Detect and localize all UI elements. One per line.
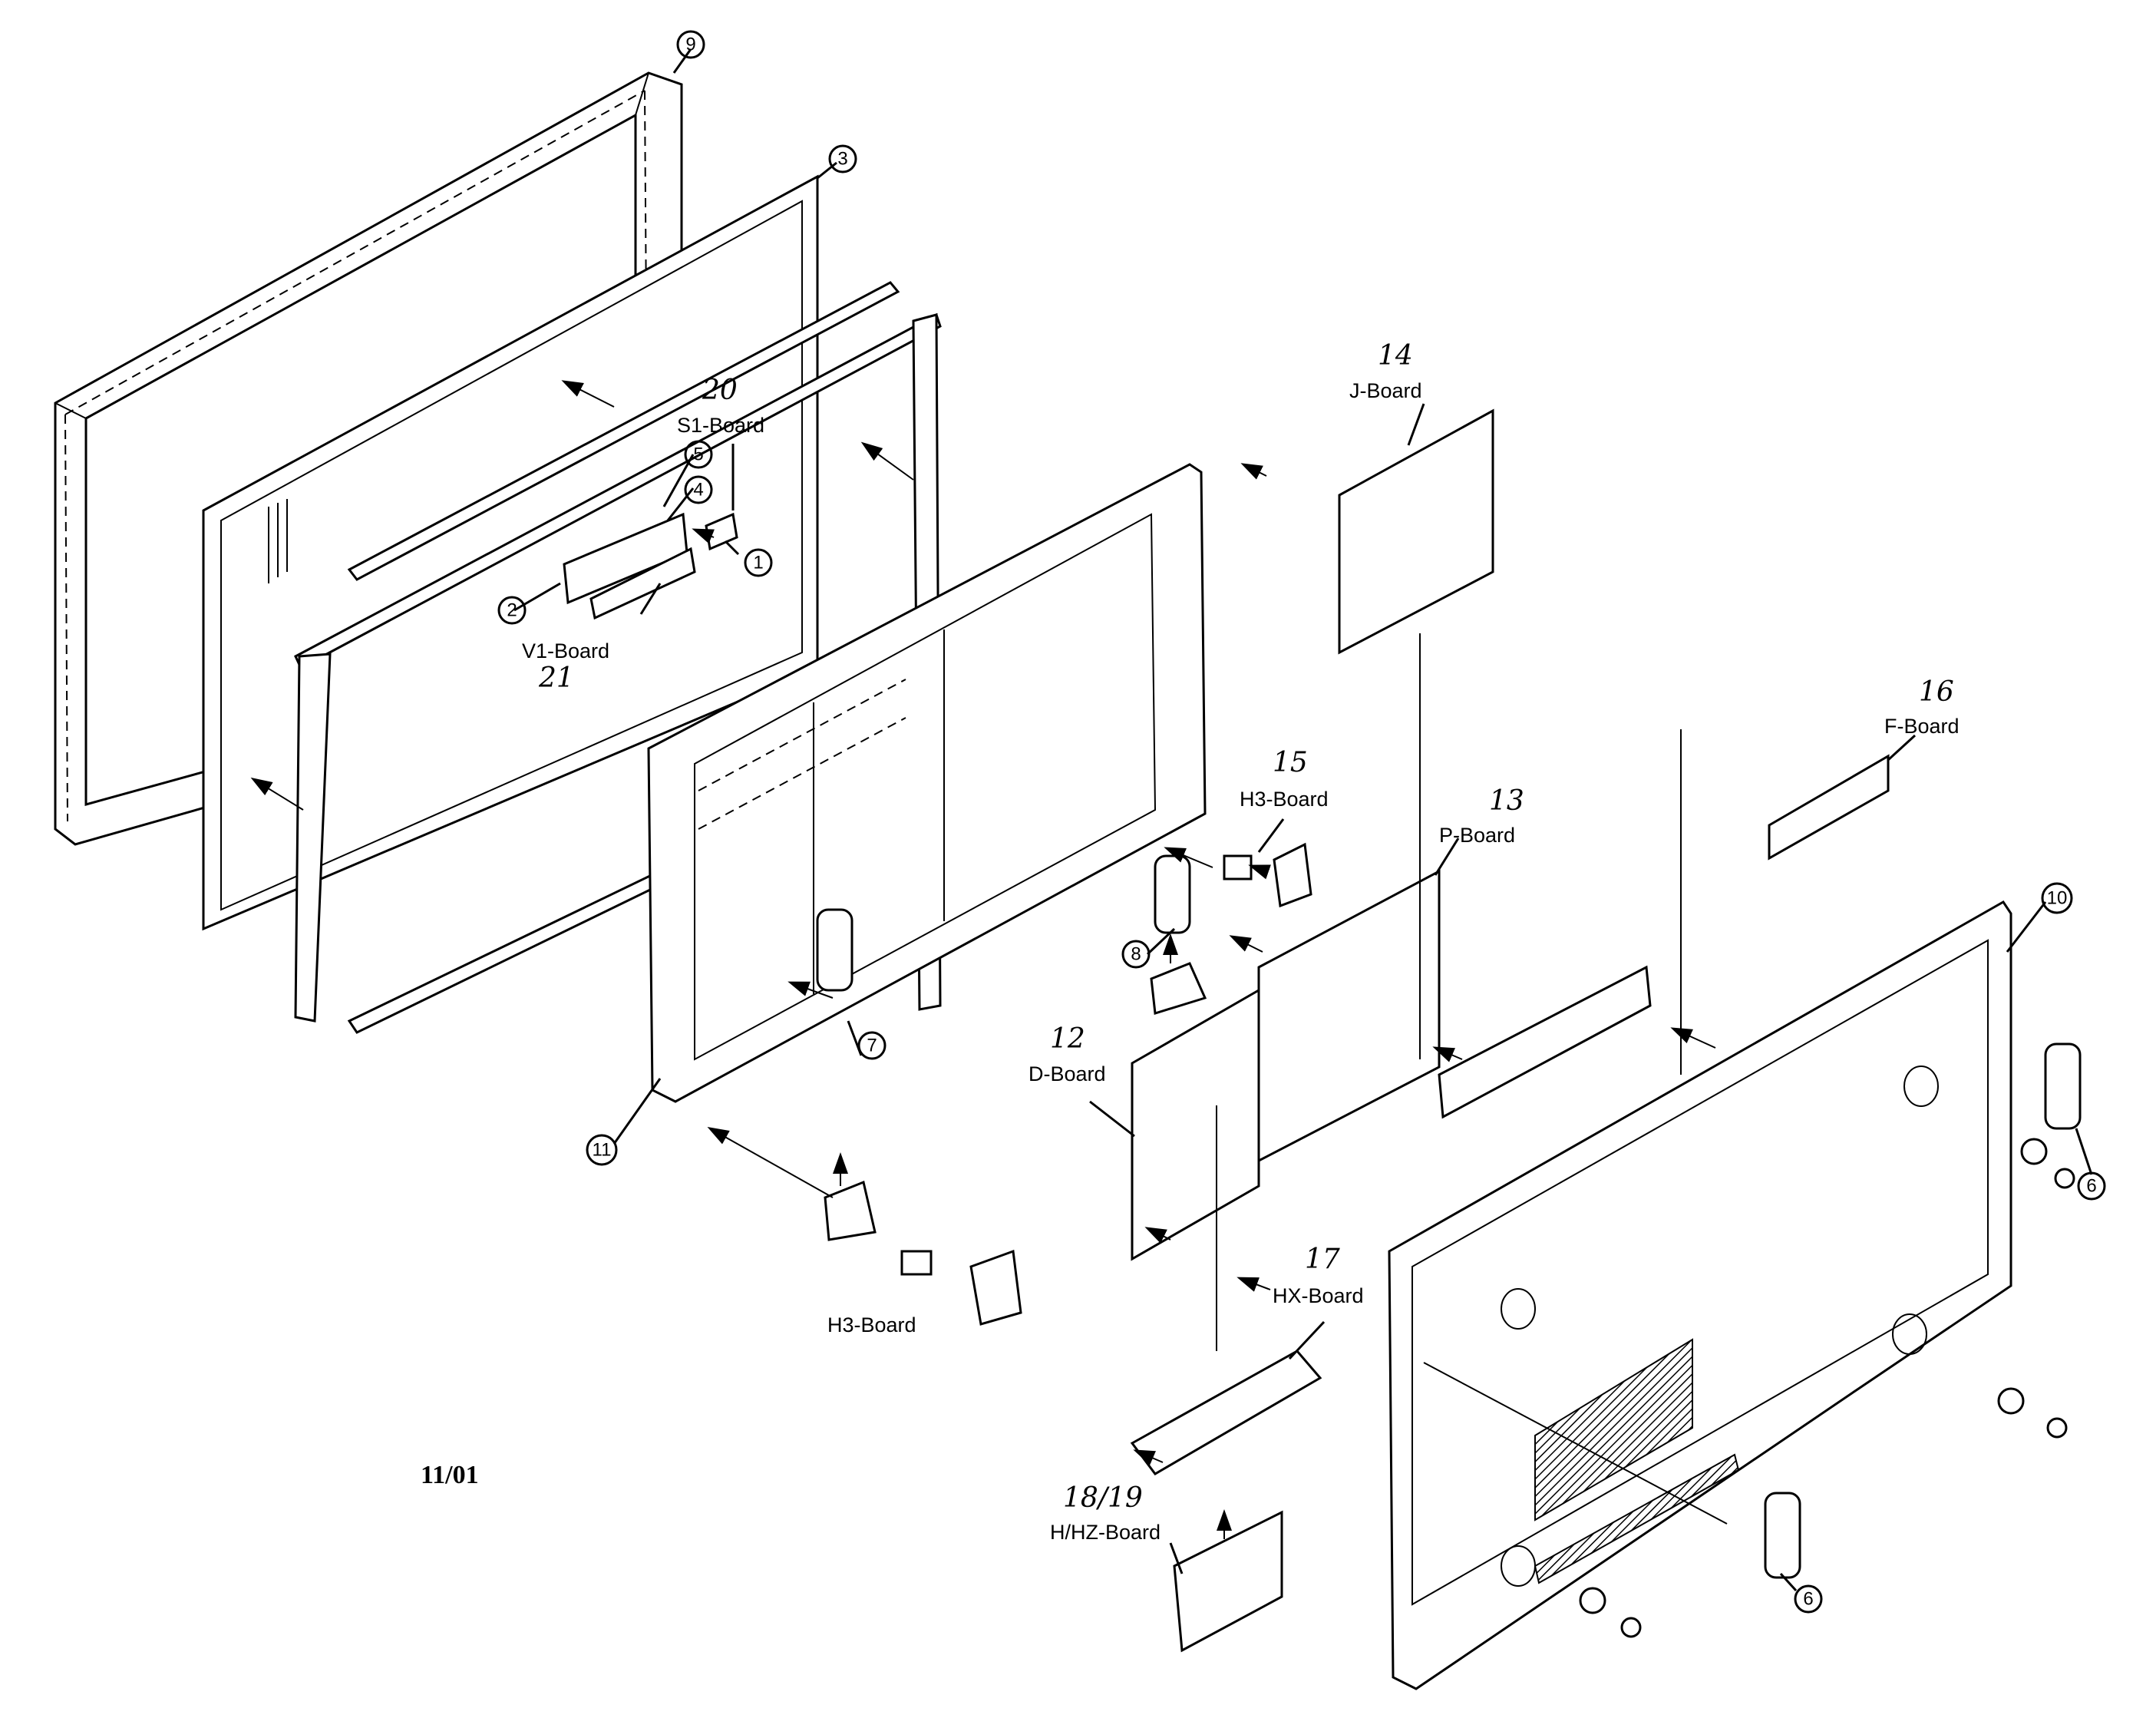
callout-3: 3 bbox=[828, 144, 857, 173]
callout-8-text: 8 bbox=[1131, 944, 1141, 965]
assembly-arrows bbox=[250, 380, 1728, 1539]
callout-6b-text: 6 bbox=[1803, 1589, 1813, 1610]
d-board-number: 12 bbox=[1050, 1023, 1085, 1055]
callout-2-text: 2 bbox=[507, 600, 517, 621]
p-board-label: P-Board bbox=[1439, 824, 1515, 847]
f-board bbox=[1768, 754, 1890, 861]
bracket-mid bbox=[1438, 965, 1652, 1119]
callout-1: 1 bbox=[744, 548, 773, 577]
callout-7: 7 bbox=[857, 1031, 887, 1060]
s1-board-number: 20 bbox=[702, 375, 738, 406]
callout-9: 9 bbox=[676, 30, 705, 59]
callout-2: 2 bbox=[497, 596, 527, 625]
h3-board-top-number: 15 bbox=[1273, 747, 1308, 778]
d-board-label: D-Board bbox=[1028, 1062, 1106, 1085]
callout-10: 10 bbox=[2041, 882, 2073, 914]
callout-1-text: 1 bbox=[753, 553, 763, 573]
f-board-number: 16 bbox=[1919, 676, 1954, 708]
callout-3-text: 3 bbox=[837, 149, 847, 170]
h3-board-top-label: H3-Board bbox=[1240, 788, 1329, 811]
handles bbox=[1764, 1042, 2082, 1579]
f-board-label: F-Board bbox=[1884, 715, 1960, 738]
callout-5-text: 5 bbox=[693, 444, 703, 465]
screws bbox=[1579, 1138, 2075, 1638]
callout-11-text: 11 bbox=[593, 1140, 612, 1161]
h3-bracket-bottom bbox=[816, 908, 1022, 1326]
callout-4-text: 4 bbox=[693, 480, 703, 501]
chassis-frame bbox=[647, 463, 1207, 1103]
j-board-number: 14 bbox=[1378, 340, 1413, 372]
callout-11: 11 bbox=[586, 1134, 618, 1166]
callout-6a: 6 bbox=[2077, 1171, 2106, 1201]
h3-board-bottom-label: H3-Board bbox=[827, 1313, 916, 1336]
v1-board-number: 21 bbox=[538, 662, 574, 694]
callout-6b: 6 bbox=[1794, 1584, 1823, 1614]
callout-4: 4 bbox=[684, 475, 713, 504]
callout-9-text: 9 bbox=[685, 35, 695, 55]
date-code: 11/01 bbox=[421, 1461, 479, 1489]
h-hz-board-label: H/HZ-Board bbox=[1050, 1521, 1161, 1544]
p-board bbox=[1257, 869, 1441, 1163]
callout-7-text: 7 bbox=[867, 1036, 877, 1056]
v1-s1-board-assembly bbox=[563, 512, 738, 620]
boards bbox=[1130, 408, 1890, 1653]
j-board bbox=[1338, 408, 1494, 655]
d-board bbox=[1131, 988, 1260, 1261]
hx-board-number: 17 bbox=[1305, 1244, 1340, 1275]
callout-8: 8 bbox=[1121, 940, 1151, 969]
v1-board-label: V1-Board bbox=[522, 639, 609, 662]
rear-cover bbox=[1388, 900, 2012, 1690]
p-board-number: 13 bbox=[1489, 785, 1524, 817]
j-board-label: J-Board bbox=[1349, 379, 1422, 402]
hx-board bbox=[1130, 1350, 1322, 1475]
h-hz-board bbox=[1173, 1510, 1283, 1653]
s1-board-label: S1-Board bbox=[677, 414, 764, 437]
callout-5: 5 bbox=[684, 440, 713, 469]
h-hz-board-number: 18/19 bbox=[1063, 1482, 1143, 1514]
hx-board-label: HX-Board bbox=[1273, 1284, 1364, 1307]
callout-6a-text: 6 bbox=[2086, 1176, 2096, 1197]
callout-10-text: 10 bbox=[2047, 888, 2068, 909]
